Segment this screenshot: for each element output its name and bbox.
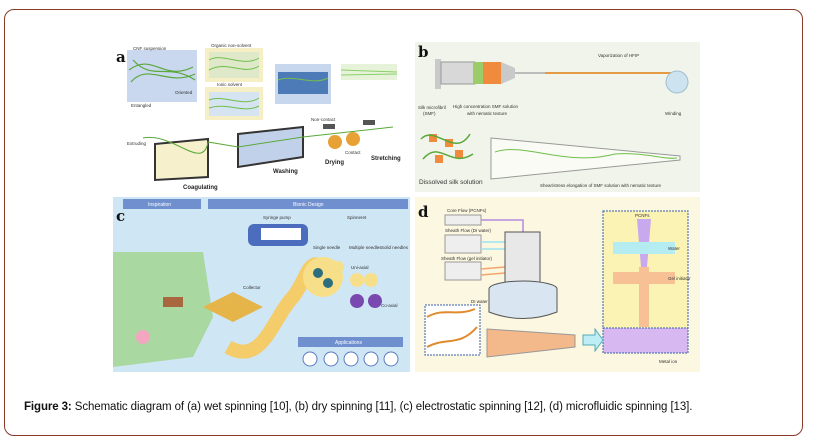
svg-text:Silk microfibril: Silk microfibril bbox=[418, 105, 446, 110]
svg-text:(SMF): (SMF) bbox=[423, 111, 436, 116]
svg-text:Non-contact: Non-contact bbox=[311, 117, 336, 122]
svg-text:Bionic Design: Bionic Design bbox=[293, 202, 324, 208]
svg-text:Spinneret: Spinneret bbox=[347, 215, 367, 220]
svg-text:Syringe pump: Syringe pump bbox=[263, 215, 291, 220]
panel-c-electrostatic-spinning: Inspiration Bionic Design c Syringe pump… bbox=[113, 197, 410, 372]
svg-text:Contact: Contact bbox=[345, 150, 361, 155]
svg-text:Sheath Flow (gel initiator): Sheath Flow (gel initiator) bbox=[441, 256, 493, 261]
panel-letter: c bbox=[116, 207, 125, 225]
svg-text:Organic non-solvent: Organic non-solvent bbox=[211, 43, 252, 48]
panel-letter: d bbox=[418, 203, 429, 221]
svg-text:PCNFs: PCNFs bbox=[635, 213, 650, 218]
figure-caption: Figure 3: Schematic diagram of (a) wet s… bbox=[24, 401, 692, 413]
svg-text:Applications: Applications bbox=[335, 340, 362, 346]
svg-text:Winding: Winding bbox=[665, 111, 682, 116]
caption-text: Schematic diagram of (a) wet spinning [1… bbox=[71, 401, 693, 413]
svg-text:Vaporization of HFIP: Vaporization of HFIP bbox=[598, 53, 639, 58]
svg-text:Collector: Collector bbox=[243, 285, 261, 290]
panel-b-dry-spinning: Vaporization of HFIP High concentration … bbox=[415, 42, 700, 192]
svg-text:High concentration SMF solutio: High concentration SMF solution bbox=[453, 104, 519, 109]
svg-text:Coagulating: Coagulating bbox=[183, 185, 218, 191]
svg-text:Drying: Drying bbox=[325, 160, 344, 166]
figure-frame bbox=[4, 9, 803, 436]
svg-text:Extruding: Extruding bbox=[127, 141, 147, 146]
svg-text:Multiple needles: Multiple needles bbox=[349, 245, 382, 250]
svg-text:Stretching: Stretching bbox=[371, 156, 401, 162]
panel-d-microfluidic-spinning: d Core Flow (PCNFs) Sheath Flow (DI wate… bbox=[415, 197, 700, 372]
svg-text:Co-axial: Co-axial bbox=[381, 303, 398, 308]
svg-text:CNF suspension: CNF suspension bbox=[133, 46, 167, 51]
dissolved-silk-label: Dissolved silk solution bbox=[419, 179, 483, 186]
svg-text:Sheath Flow (DI water): Sheath Flow (DI water) bbox=[445, 228, 492, 233]
svg-text:DI water: DI water bbox=[471, 299, 488, 304]
svg-text:with nematic texture: with nematic texture bbox=[467, 111, 508, 116]
svg-text:Water: Water bbox=[668, 246, 680, 251]
svg-text:Shear/stress elongation of SMF: Shear/stress elongation of SMF solution … bbox=[540, 183, 662, 188]
svg-text:Metal ion: Metal ion bbox=[659, 359, 678, 364]
svg-text:Washing: Washing bbox=[273, 169, 298, 175]
svg-text:Core Flow (PCNFs): Core Flow (PCNFs) bbox=[447, 208, 487, 213]
svg-text:Ionic solvent: Ionic solvent bbox=[217, 82, 243, 87]
svg-text:Gel initiator: Gel initiator bbox=[668, 276, 691, 281]
svg-text:Solid needles: Solid needles bbox=[381, 245, 409, 250]
panel-letter: b bbox=[418, 43, 429, 61]
svg-text:Inspiration: Inspiration bbox=[148, 202, 171, 208]
panel-letter: a bbox=[116, 48, 126, 66]
svg-text:Single needle: Single needle bbox=[313, 245, 341, 250]
svg-text:Oriented: Oriented bbox=[175, 90, 193, 95]
svg-text:Uni-axial: Uni-axial bbox=[351, 265, 369, 270]
panel-a-wet-spinning: a CNF suspension Entangled Oriented Orga… bbox=[113, 42, 410, 192]
svg-text:Entangled: Entangled bbox=[131, 103, 152, 108]
caption-label: Figure 3: bbox=[24, 401, 72, 413]
